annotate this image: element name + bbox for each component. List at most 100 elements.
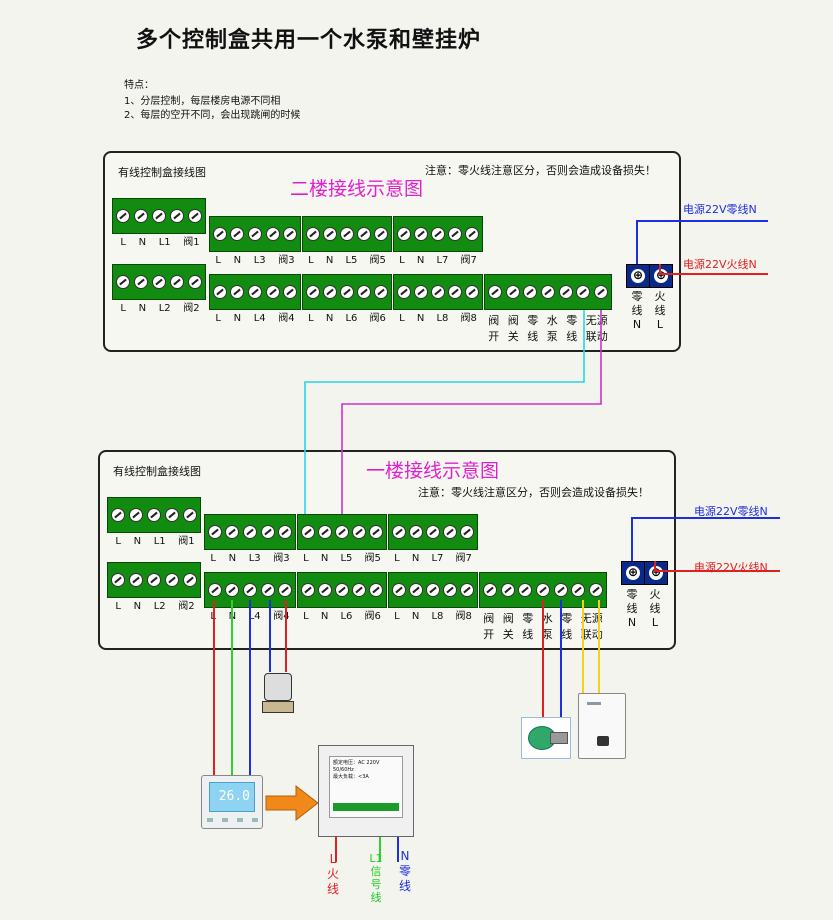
floor1-note: 注意：零火线注意区分，否则会造成设备损失！ — [418, 486, 649, 499]
thermostat-icon: 26.0 — [201, 775, 263, 829]
label: N — [320, 611, 329, 622]
label: 阀8 — [455, 611, 472, 622]
terminal-block-f2-g4 — [209, 274, 301, 310]
label: 开 — [488, 330, 500, 343]
label: 线 — [631, 304, 643, 317]
floor2-heading: 二楼接线示意图 — [290, 178, 424, 200]
floor1-panel-title: 有线控制盒接线图 — [113, 465, 201, 478]
label: 阀 — [507, 314, 519, 327]
live-wire-f1 — [654, 561, 780, 572]
label: L — [656, 318, 664, 331]
label: L6 — [345, 313, 358, 324]
label: L5 — [345, 255, 358, 266]
label: L — [394, 611, 400, 622]
label: L7 — [431, 553, 444, 564]
label: 零 — [561, 612, 573, 625]
label: L4 — [248, 611, 261, 622]
terminal-block-f2-g6 — [302, 274, 392, 310]
thermostat-backplate-icon: 额定电压：AC 220V 50/60Hz 最大负载：<3A — [318, 745, 414, 837]
live-wire-f2 — [659, 264, 768, 275]
linkage-wire-cyan — [304, 310, 585, 514]
power-neutral-label-f2: 电源22V零线N — [683, 203, 757, 216]
label: N — [325, 255, 334, 266]
label: L1 — [158, 237, 171, 248]
label: 零 — [626, 588, 638, 601]
label: L1 — [153, 536, 166, 547]
label: 阀5 — [369, 255, 386, 266]
label: 阀3 — [278, 255, 295, 266]
label: L3 — [253, 255, 266, 266]
label: N — [233, 313, 242, 324]
label: L — [329, 852, 337, 866]
feature-1: 1、分层控制，每层楼房电源不同相 — [124, 96, 281, 107]
label: 阀7 — [460, 255, 477, 266]
label: N — [133, 536, 142, 547]
label: 开 — [483, 628, 495, 641]
label: 线 — [626, 602, 638, 615]
label: L5 — [340, 553, 353, 564]
label: 联动 — [585, 330, 608, 343]
label: 阀 — [488, 314, 500, 327]
terminal-block-f1-g3 — [204, 514, 296, 550]
label: 零 — [522, 612, 534, 625]
terminal-block-f1-g8 — [388, 572, 478, 608]
valve-actuator-icon — [262, 673, 294, 713]
terminal-block-f2-g7 — [393, 216, 483, 252]
label: L8 — [436, 313, 449, 324]
label: L — [120, 303, 126, 314]
label: N — [320, 553, 329, 564]
floor1-heading: 一楼接线示意图 — [366, 460, 500, 482]
label: 线 — [561, 628, 573, 641]
label: L2 — [158, 303, 171, 314]
label: L — [215, 255, 221, 266]
label: 零 — [398, 864, 411, 878]
label: N — [325, 313, 334, 324]
label: 泵 — [541, 628, 553, 641]
floor1-panel — [98, 450, 676, 650]
label: L — [115, 536, 121, 547]
label: L — [651, 616, 659, 629]
label: 号 — [370, 878, 382, 891]
terminal-block-f1-g6 — [297, 572, 387, 608]
label: N — [416, 255, 425, 266]
water-pump-icon — [521, 717, 571, 759]
label: N — [228, 553, 237, 564]
label: 零 — [527, 314, 539, 327]
label: 联动 — [580, 628, 603, 641]
label: L — [399, 255, 405, 266]
label: L8 — [431, 611, 444, 622]
label: 零 — [631, 290, 643, 303]
terminal-block-f1-g4 — [204, 572, 296, 608]
label: 泵 — [546, 330, 558, 343]
label: L — [120, 237, 126, 248]
label: 线 — [522, 628, 534, 641]
label: 阀 — [483, 612, 495, 625]
label: 无源 — [580, 612, 603, 625]
label: N — [411, 611, 420, 622]
label: 阀6 — [369, 313, 386, 324]
label: N — [233, 255, 242, 266]
neutral-wire-f1 — [631, 517, 780, 561]
label: L — [303, 611, 309, 622]
label: L — [210, 553, 216, 564]
label: N — [627, 616, 637, 629]
label: N — [400, 849, 410, 863]
label: 无源 — [585, 314, 608, 327]
label: L — [308, 255, 314, 266]
linkage-wire-magenta — [341, 310, 602, 514]
label: L2 — [153, 601, 166, 612]
label: L4 — [253, 313, 266, 324]
label: 阀5 — [364, 553, 381, 564]
label: 水 — [546, 314, 558, 327]
label: 零 — [566, 314, 578, 327]
label: L — [399, 313, 405, 324]
terminal-block-f1-g2 — [107, 562, 201, 598]
power-live-label-f2: 电源22V火线N — [683, 258, 757, 271]
label: 阀4 — [273, 611, 290, 622]
label: 火 — [649, 588, 661, 601]
label: 线 — [649, 602, 661, 615]
terminal-block-f1-g7 — [388, 514, 478, 550]
wall-boiler-icon — [578, 693, 626, 759]
label: 阀2 — [183, 303, 200, 314]
